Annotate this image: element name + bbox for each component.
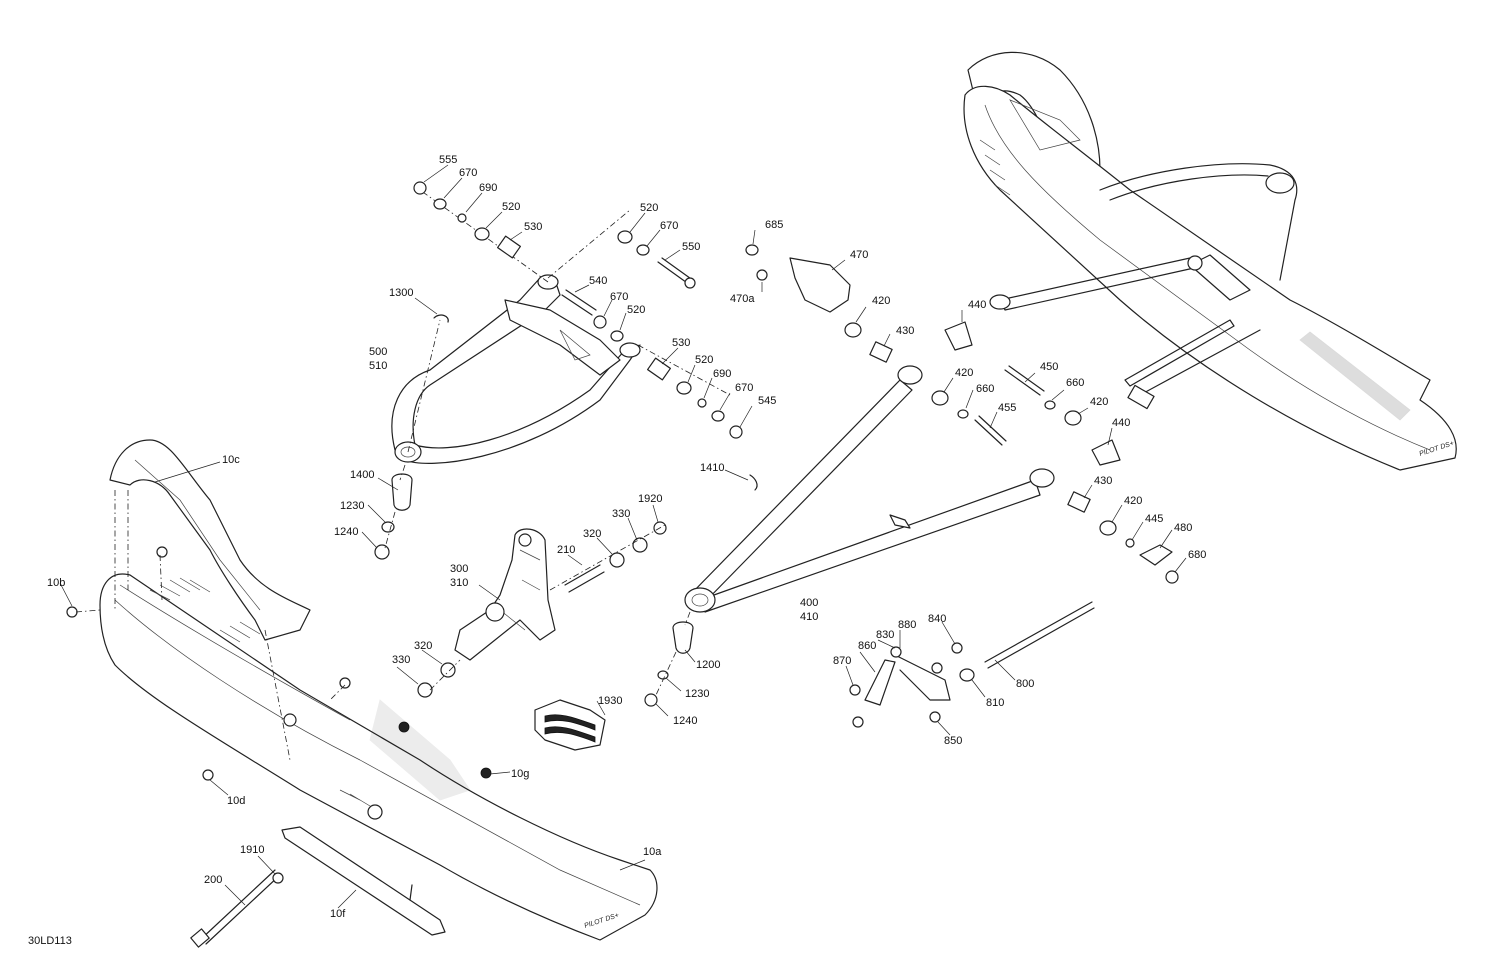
callout-300: 300 (450, 563, 468, 575)
callout-420: 420 (872, 295, 890, 307)
callout-445: 445 (1145, 513, 1163, 525)
callout-530: 530 (672, 337, 690, 349)
callout-10f: 10f (330, 908, 346, 920)
callout-810: 810 (986, 697, 1004, 709)
callout-500: 500 (369, 346, 387, 358)
callout-545: 545 (758, 395, 776, 407)
callout-330: 330 (612, 508, 630, 520)
callout-1920: 1920 (638, 493, 662, 505)
callout-1230: 1230 (340, 500, 364, 512)
callout-1930: 1930 (598, 695, 622, 707)
lower-a-arm (644, 365, 1055, 707)
callout-840: 840 (928, 613, 946, 625)
callout-870: 870 (833, 655, 851, 667)
callout-690: 690 (713, 368, 731, 380)
callout-470: 470 (850, 249, 868, 261)
callout-1400: 1400 (350, 469, 374, 481)
callout-510: 510 (369, 360, 387, 372)
callout-10c: 10c (222, 454, 240, 466)
leader-lines (59, 164, 1187, 909)
callout-520: 520 (640, 202, 658, 214)
callout-420: 420 (1090, 396, 1108, 408)
callout-480: 480 (1174, 522, 1192, 534)
callout-320: 320 (414, 640, 432, 652)
spindle-hardware (417, 521, 667, 698)
callout-455: 455 (998, 402, 1016, 414)
callout-550: 550 (682, 241, 700, 253)
callout-430: 430 (1094, 475, 1112, 487)
callout-1240: 1240 (334, 526, 358, 538)
callout-1410: 1410 (700, 462, 724, 474)
callout-555: 555 (439, 154, 457, 166)
callout-200: 200 (204, 874, 222, 886)
callout-680: 680 (1188, 549, 1206, 561)
callout-labels: 555 670 690 520 530 520 670 550 540 670 … (47, 154, 1206, 920)
spindle (454, 528, 556, 661)
upper-arm-hardware (413, 181, 743, 439)
callout-470a: 470a (730, 293, 755, 305)
callout-850: 850 (944, 735, 962, 747)
upper-a-arm (391, 189, 731, 464)
callout-520: 520 (695, 354, 713, 366)
callout-310: 310 (450, 577, 468, 589)
callout-320: 320 (583, 528, 601, 540)
callout-10a: 10a (643, 846, 662, 858)
callout-210: 210 (557, 544, 575, 556)
callout-660: 660 (1066, 377, 1084, 389)
callout-685: 685 (765, 219, 783, 231)
callout-440: 440 (968, 299, 986, 311)
callout-10d: 10d (227, 795, 245, 807)
callout-410: 410 (800, 611, 818, 623)
callout-660: 660 (976, 383, 994, 395)
callout-670: 670 (660, 220, 678, 232)
callout-690: 690 (479, 182, 497, 194)
callout-520: 520 (627, 304, 645, 316)
callout-420: 420 (1124, 495, 1142, 507)
callout-330: 330 (392, 654, 410, 666)
callout-1230: 1230 (685, 688, 709, 700)
steering-link (849, 601, 1095, 728)
callout-430: 430 (896, 325, 914, 337)
upper-ball-joint-stack (374, 464, 413, 560)
callout-10g: 10g (511, 768, 529, 780)
callout-450: 450 (1040, 361, 1058, 373)
callout-670: 670 (735, 382, 753, 394)
lower-arm-hardware (745, 244, 1179, 584)
callout-1240: 1240 (673, 715, 697, 727)
callout-670: 670 (610, 291, 628, 303)
callout-670: 670 (459, 167, 477, 179)
callout-440: 440 (1112, 417, 1130, 429)
callout-880: 880 (898, 619, 916, 631)
callout-420: 420 (955, 367, 973, 379)
stopper-block (534, 699, 606, 751)
callout-1910: 1910 (240, 844, 264, 856)
callout-530: 530 (524, 221, 542, 233)
right-ski-assembly: PILOT DS+ (963, 51, 1457, 471)
left-ski-assembly: PILOT DS+ (66, 439, 658, 948)
callout-830: 830 (876, 629, 894, 641)
callout-10b: 10b (47, 577, 65, 589)
drawing-id: 30LD113 (28, 935, 72, 947)
callout-400: 400 (800, 597, 818, 609)
callout-860: 860 (858, 640, 876, 652)
callout-520: 520 (502, 201, 520, 213)
callout-1200: 1200 (696, 659, 720, 671)
callout-540: 540 (589, 275, 607, 287)
callout-800: 800 (1016, 678, 1034, 690)
callout-1300: 1300 (389, 287, 413, 299)
